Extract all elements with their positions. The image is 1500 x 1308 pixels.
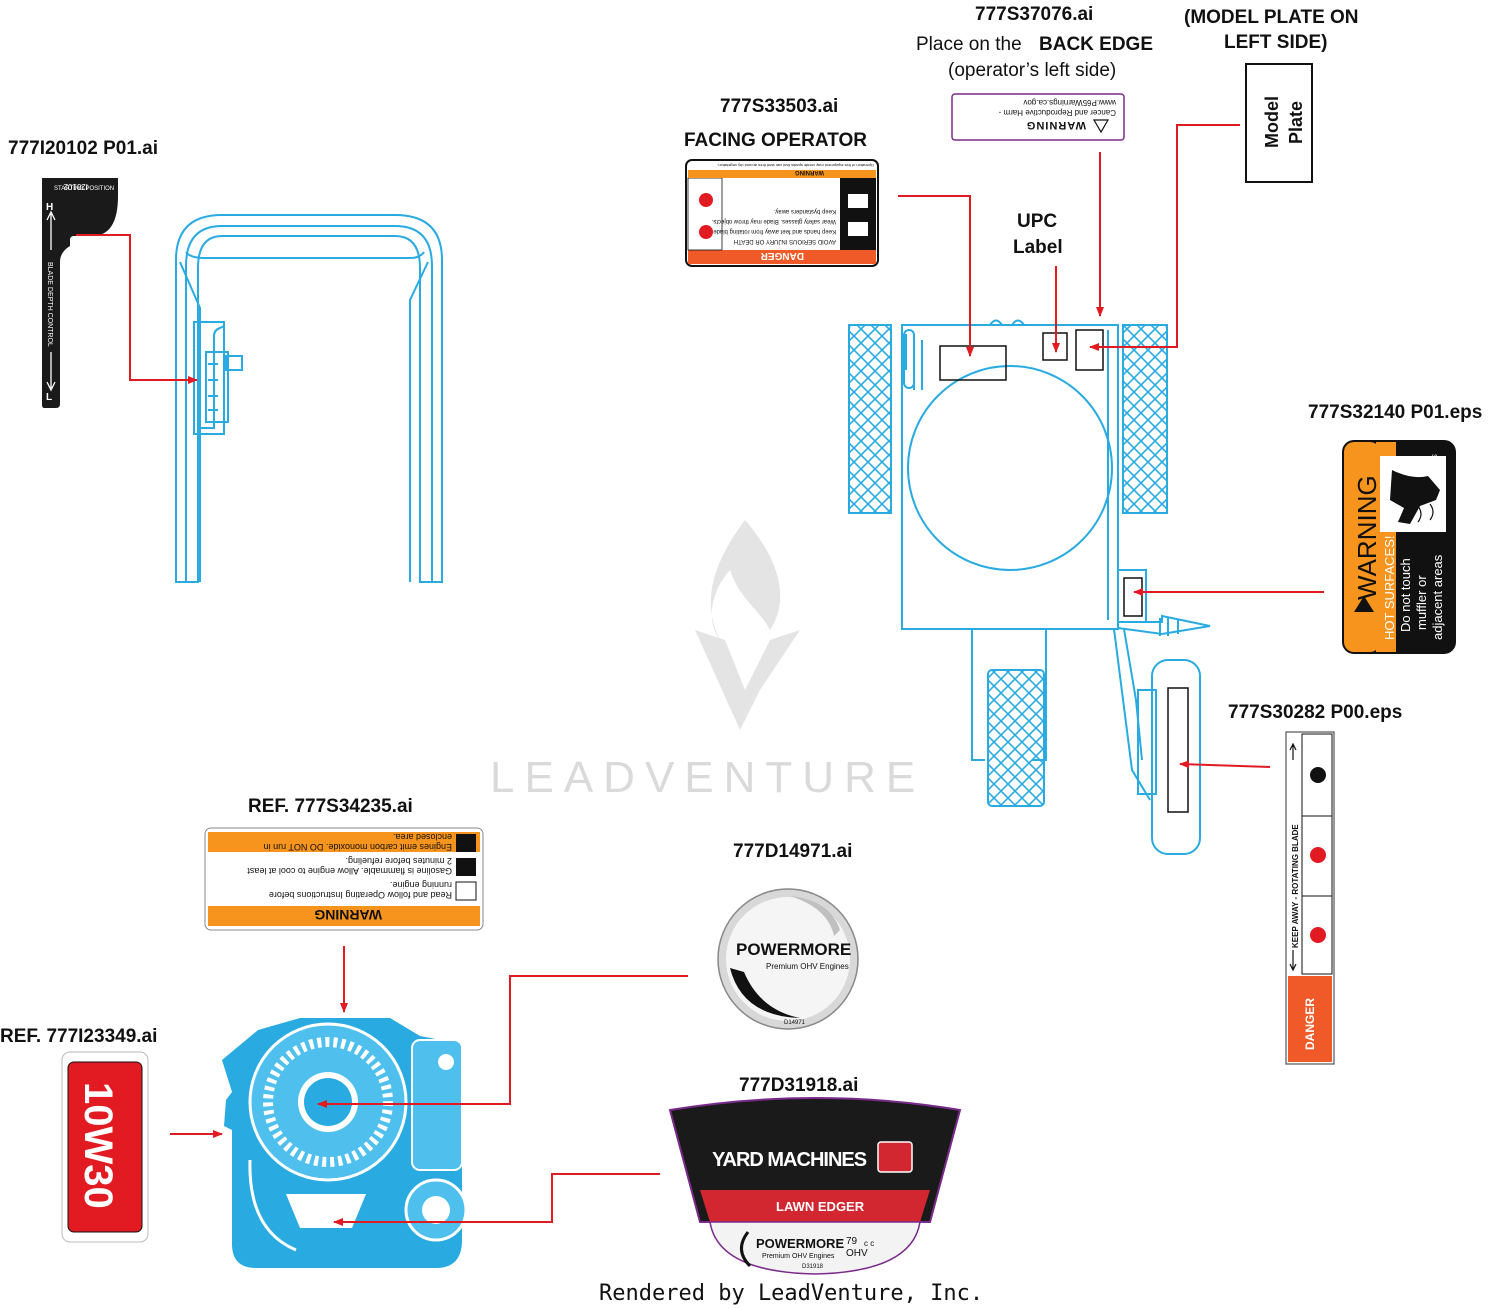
engine <box>222 1018 468 1268</box>
blade-danger: DANGER <box>1303 998 1317 1050</box>
oil-part-label: REF. 777I23349.ai <box>0 1026 157 1047</box>
model-plate-header-2: LEFT SIDE) <box>1224 32 1327 53</box>
depth-control-letter-l: L <box>46 392 52 403</box>
arrow-yard-machines <box>333 1173 660 1226</box>
yard-ohv: OHV <box>846 1248 868 1259</box>
danger-warning-text: Operation of this equipment may create s… <box>717 163 874 168</box>
hot-line3: muffler or <box>1414 575 1429 630</box>
fuel-warning-title: WARNING <box>314 907 382 923</box>
powermore-part-label: 777D14971.ai <box>733 841 852 862</box>
arrow-powermore <box>317 975 688 1108</box>
fuel-warning-part-label: REF. 777S34235.ai <box>248 796 413 817</box>
powermore-emblem: POWERMORE Premium OHV Engines D14971 <box>717 888 859 1030</box>
watermark: LEADVENTURE <box>490 520 925 802</box>
fuel-warning-line4: 2 minutes before refueling. <box>345 856 452 866</box>
yard-brand2: POWERMORE <box>756 1236 844 1251</box>
depth-control-decal: I20102 STARTING POSITION H L BLADE DEPTH… <box>42 178 118 408</box>
danger-title: DANGER <box>760 250 804 261</box>
yard-cc: 79 <box>846 1236 858 1247</box>
yard-cc-unit: c c <box>864 1239 874 1248</box>
hot-line1: HOT SURFACES! <box>1382 535 1397 640</box>
prop65-place-bold: BACK EDGE <box>1039 34 1153 55</box>
prop65-decal: WARNING Cancer and Reproductive Harm - w… <box>951 93 1125 141</box>
fuel-warning-line1: Read and follow Operating Instructions b… <box>269 890 452 900</box>
oil-decal: 10W30 <box>61 1051 149 1243</box>
arrow-blade <box>1179 760 1271 769</box>
prop65-place-suffix: (operator’s left side) <box>948 60 1116 81</box>
edger-top-view <box>848 319 1211 855</box>
hot-title: WARNING <box>1352 475 1382 600</box>
danger-position-label: FACING OPERATOR <box>684 130 867 151</box>
arrow-danger-decal <box>898 195 974 357</box>
danger-warning-title: WARNING <box>795 169 824 175</box>
handle-part-label: 777I20102 P01.ai <box>8 138 158 159</box>
danger-line3: Wear safety glasses. Blade may throw obj… <box>711 218 836 224</box>
danger-line4: Keep bystanders away. <box>774 208 836 214</box>
upc-label-line2: Label <box>1013 237 1063 258</box>
fuel-warning-line2: running engine. <box>390 880 452 890</box>
blade-part-label: 777S30282 P00.eps <box>1228 702 1402 723</box>
danger-decal: DANGER AVOID SERIOUS INJURY OR DEATH Kee… <box>685 159 879 267</box>
hot-code: S32140 <box>1430 454 1437 478</box>
fuel-warning-line6: enclosed area. <box>393 832 452 842</box>
prop65-part-label: 777S37076.ai <box>975 4 1093 25</box>
fuel-warning-decal: WARNING Read and follow Operating Instru… <box>204 827 484 931</box>
model-plate-line2: Plate <box>1286 101 1306 144</box>
upc-label-line1: UPC <box>1017 211 1057 232</box>
prop65-place-prefix: Place on the <box>916 34 1022 55</box>
powermore-brand: POWERMORE <box>736 940 851 959</box>
yard-machines-decal: YARD MACHINES LAWN EDGER POWERMORE Premi… <box>668 1097 962 1275</box>
hot-part-label: 777S32140 P01.eps <box>1308 402 1482 423</box>
danger-line2: Keep hands and feet away from rotating b… <box>711 228 836 234</box>
fuel-warning-line3: Gasoline is flammable. Allow engine to c… <box>247 866 452 876</box>
handle-assembly <box>175 214 443 583</box>
hot-line2: Do not touch <box>1398 558 1413 632</box>
powermore-code: D14971 <box>784 1020 806 1026</box>
arrow-depth-control <box>76 234 198 384</box>
arrow-model-plate <box>1089 124 1240 351</box>
depth-control-text: BLADE DEPTH CONTROL <box>46 262 53 347</box>
danger-line1: AVOID SERIOUS INJURY OR DEATH <box>734 238 836 244</box>
footer-credit: Rendered by LeadVenture, Inc. <box>599 1281 983 1306</box>
model-plate-header-1: (MODEL PLATE ON <box>1184 7 1359 28</box>
prop65-line2: www.P65Warnings.ca.gov <box>1023 98 1117 107</box>
depth-control-letter-h: H <box>46 202 53 213</box>
yard-part-label: 777D31918.ai <box>739 1075 858 1096</box>
watermark-text: LEADVENTURE <box>490 753 925 802</box>
depth-control-top: STARTING POSITION <box>54 186 114 192</box>
yard-brand: YARD MACHINES <box>712 1149 867 1171</box>
model-plate-line1: Model <box>1262 96 1282 148</box>
danger-part-label: 777S33503.ai <box>720 96 838 117</box>
depth-control-code: I20102 <box>63 182 88 191</box>
yard-sub: Premium OHV Engines <box>762 1253 835 1260</box>
prop65-line1: Cancer and Reproductive Harm - <box>998 108 1116 117</box>
yard-product: LAWN EDGER <box>776 1199 865 1214</box>
yard-code: D31918 <box>802 1264 824 1270</box>
oil-text: 10W30 <box>76 1082 120 1209</box>
prop65-title: WARNING <box>1026 119 1086 131</box>
model-plate: Model Plate <box>1245 63 1313 183</box>
blade-keep-away: KEEP AWAY - ROTATING BLADE <box>1291 824 1300 948</box>
powermore-sub: Premium OHV Engines <box>766 962 849 971</box>
hot-line4: adjacent areas <box>1430 554 1445 640</box>
fuel-warning-line5: Engines emit carbon monoxide. DO NOT run… <box>264 842 452 852</box>
blade-decal: KEEP AWAY - ROTATING BLADE DANGER <box>1285 731 1335 1065</box>
hot-surface-decal: S32140 WARNING HOT SURFACES! Do not touc… <box>1342 440 1456 654</box>
